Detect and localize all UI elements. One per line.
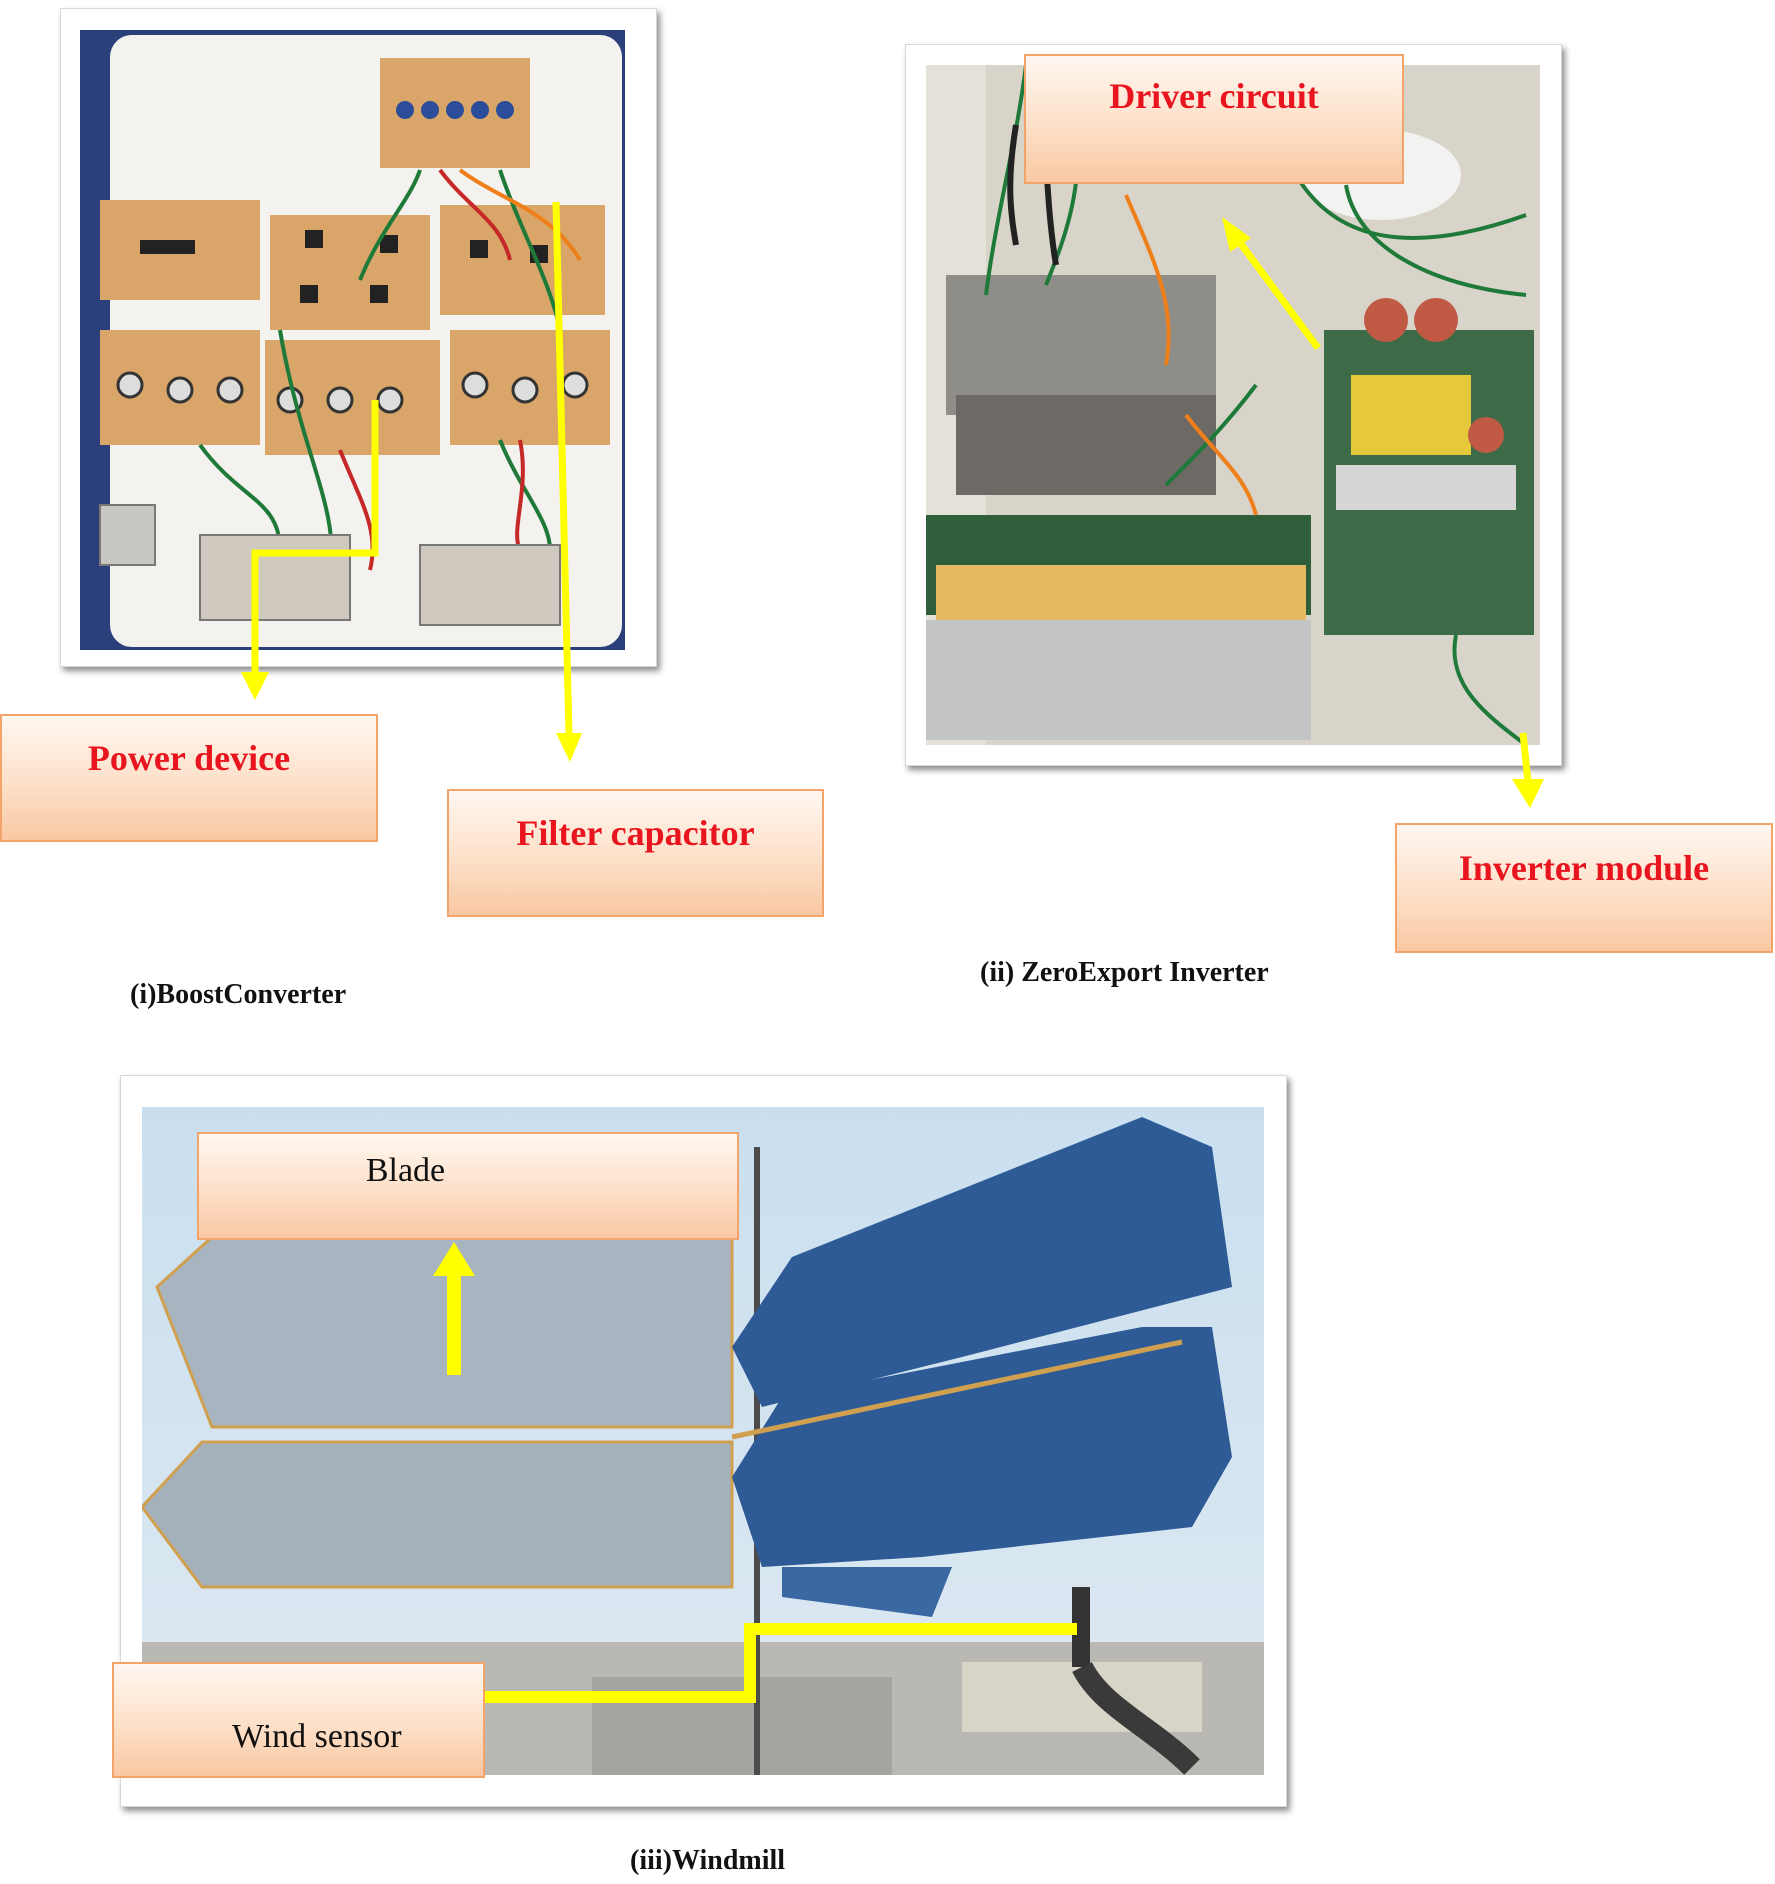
filter-capacitor-label: Filter capacitor	[516, 813, 755, 853]
inverter-module-label: Inverter module	[1458, 848, 1710, 888]
windmill-caption: (iii)Windmill	[630, 1845, 786, 1876]
driver-circuit-callout: Driver circuit	[1024, 54, 1404, 184]
wind-sensor-callout: Wind sensor	[112, 1662, 485, 1778]
driver-circuit-label: Driver circuit	[1109, 76, 1319, 116]
power-device-callout: Power device	[0, 714, 378, 842]
inverter-module-callout: Inverter module	[1395, 823, 1773, 953]
blade-callout: Blade	[197, 1132, 739, 1240]
power-device-label: Power device	[87, 738, 291, 778]
blade-label: Blade	[365, 1152, 446, 1189]
boost-converter-caption: (i)BoostConverter	[130, 979, 347, 1010]
inverter-caption: (ii) ZeroExport Inverter	[980, 957, 1269, 988]
filter-capacitor-callout: Filter capacitor	[447, 789, 824, 917]
wind-sensor-label: Wind sensor	[232, 1718, 402, 1755]
boost-converter-photo	[80, 30, 625, 650]
